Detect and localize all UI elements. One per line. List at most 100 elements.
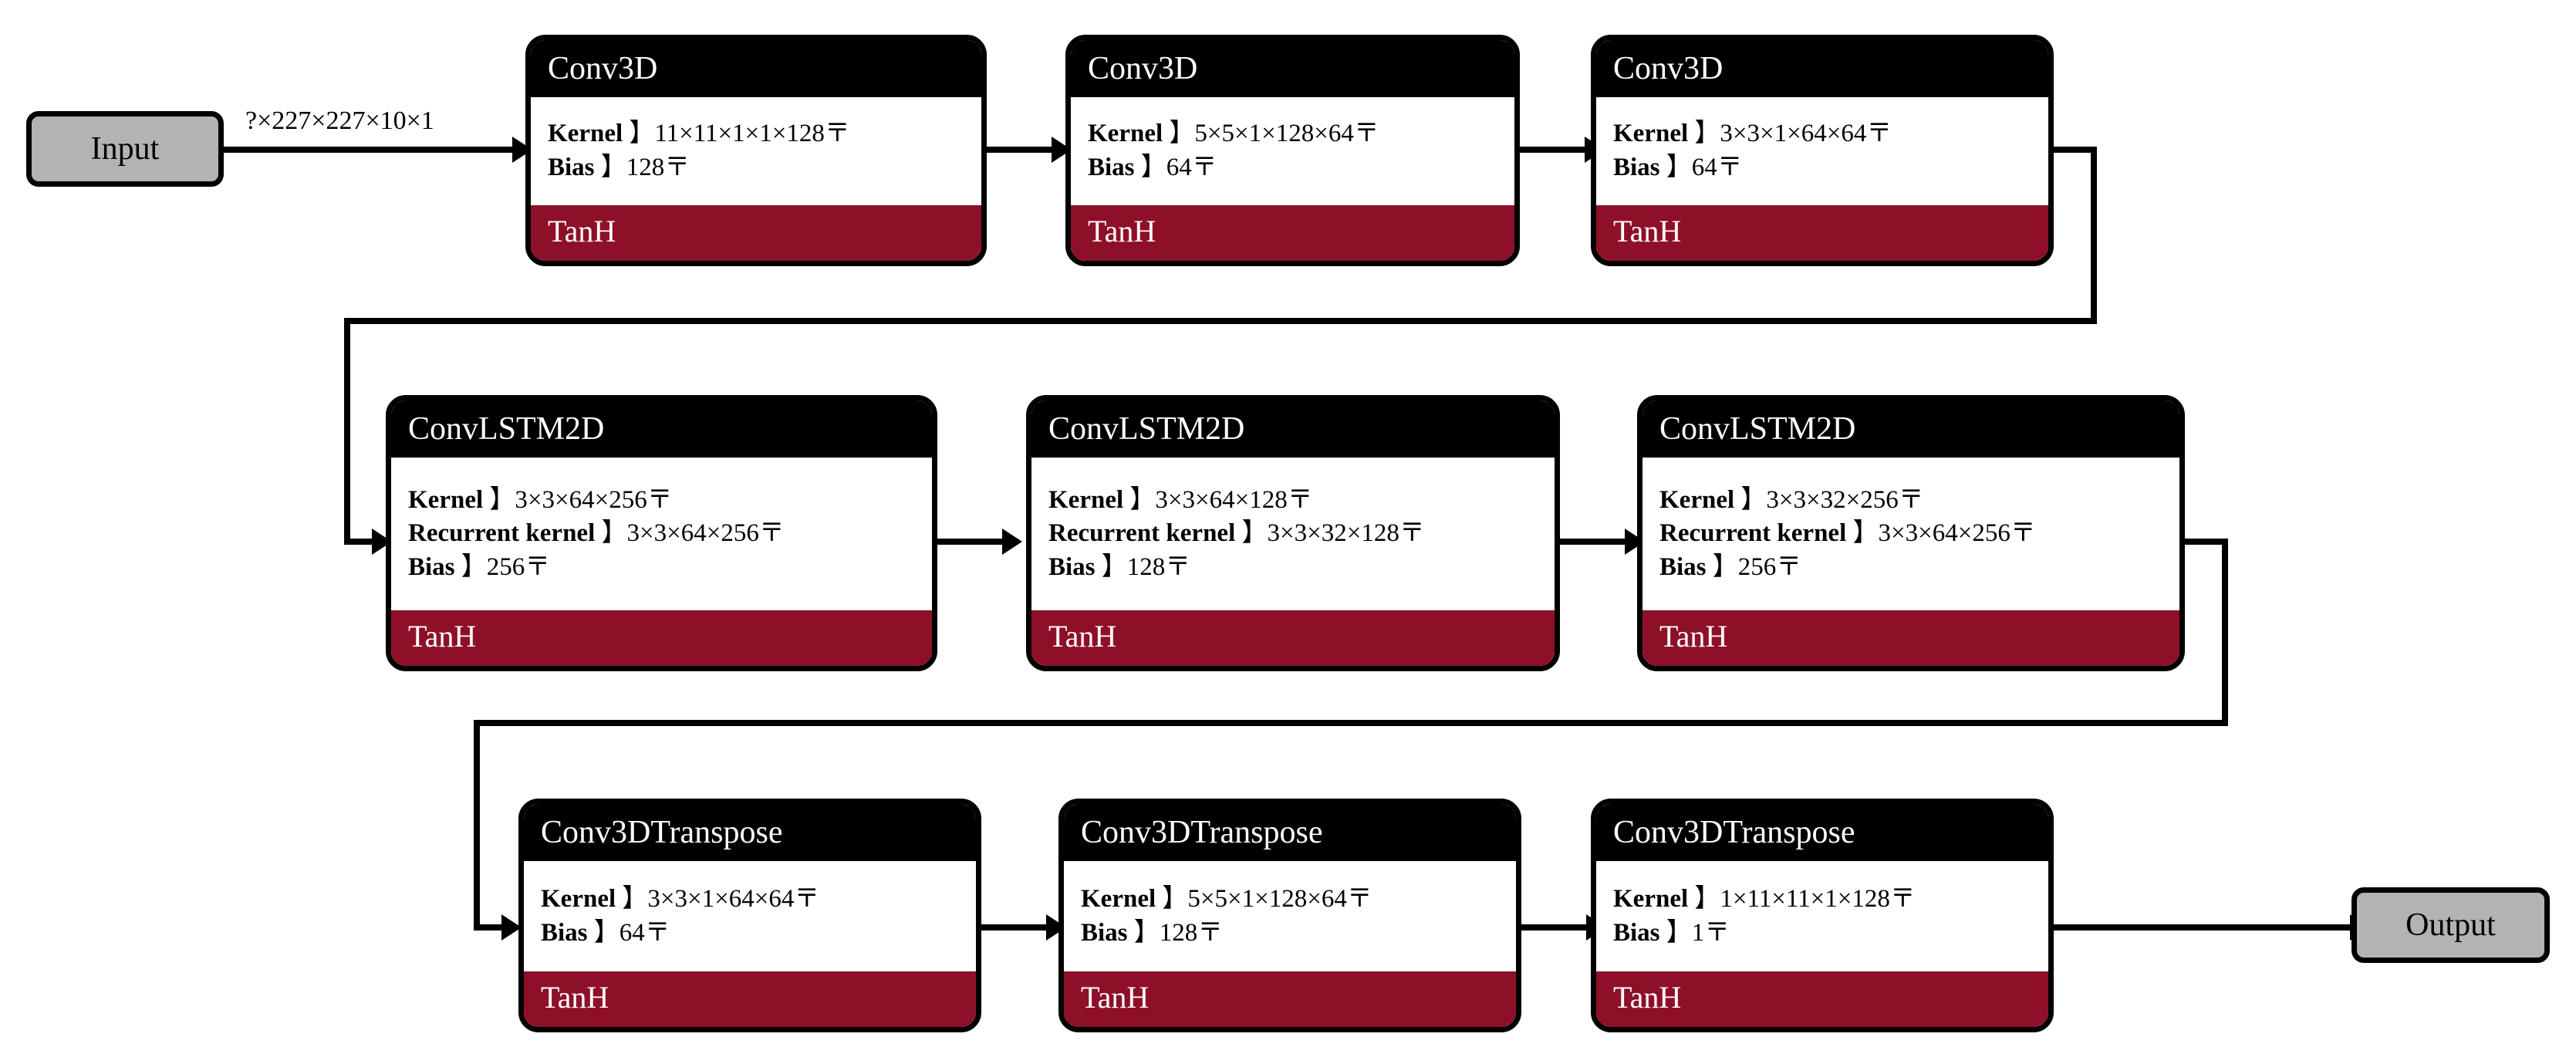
param-label: Bias (1088, 154, 1135, 181)
param-label: Kernel (1659, 485, 1735, 514)
block-title: ConvLSTM2D (1031, 400, 1555, 458)
param-label: Bias (1081, 918, 1128, 947)
param-shape: 】128〒 (600, 154, 690, 181)
edge-row1-wrap-in (344, 539, 383, 545)
edge-row1-wrap-out (2054, 147, 2097, 153)
param-label: Bias (541, 918, 588, 947)
block-title: Conv3D (1596, 40, 2048, 97)
block-params: Kernel 】3×3×32×256〒 Recurrent kernel 】3×… (1642, 458, 2179, 610)
param-shape: 】64〒 (1666, 154, 1743, 181)
param-label: Kernel (541, 884, 616, 913)
param-shape: 】128〒 (1101, 552, 1191, 581)
block-activation: TanH (1071, 205, 1514, 261)
block-convlstm2d-3: ConvLSTM2D Kernel 】3×3×32×256〒 Recurrent… (1637, 395, 2185, 671)
param-label: Bias (1659, 552, 1707, 581)
param-shape: 】128〒 (1133, 918, 1224, 947)
block-conv3d-2: Conv3D Kernel 】5×5×1×128×64〒 Bias 】64〒 T… (1065, 35, 1520, 266)
block-params: Kernel 】1×11×11×1×128〒 Bias 】1〒 (1596, 861, 2048, 971)
param-row: Bias 】256〒 (408, 551, 932, 585)
param-shape: 】5×5×1×128×64〒 (1169, 120, 1379, 148)
param-row: Kernel 】3×3×64×256〒 (408, 484, 932, 518)
edge-conv3dtranspose-1-to-2 (981, 924, 1058, 931)
param-label: Bias (1613, 918, 1660, 947)
input-node: Input (26, 111, 224, 187)
input-node-label: Input (90, 131, 160, 167)
param-label: Kernel (1048, 485, 1124, 514)
edge-label-input-shape: ?×227×227×10×1 (245, 106, 434, 135)
param-label: Kernel (1088, 120, 1163, 148)
param-row: Bias 】64〒 (541, 917, 976, 951)
param-shape: 】64〒 (1140, 154, 1217, 181)
edge-row1-wrap-into-row2 (344, 318, 350, 542)
param-label: Bias (1048, 552, 1096, 581)
param-row: Bias 】128〒 (548, 151, 981, 185)
param-shape: 】3×3×32×128〒 (1241, 519, 1425, 548)
edge-conv3dtranspose-2-to-3 (1521, 924, 1599, 931)
param-label: Recurrent kernel (408, 519, 596, 548)
block-title: ConvLSTM2D (391, 400, 932, 458)
param-row: Kernel 】3×3×64×128〒 (1048, 484, 1555, 518)
param-shape: 】3×3×64×128〒 (1129, 485, 1313, 514)
block-activation: TanH (1031, 610, 1555, 666)
block-convlstm2d-2: ConvLSTM2D Kernel 】3×3×64×128〒 Recurrent… (1026, 395, 1560, 671)
param-row: Recurrent kernel 】3×3×32×128〒 (1048, 517, 1555, 551)
edge-conv3d-2-to-conv3d-3 (1520, 147, 1597, 153)
param-shape: 】5×5×1×128×64〒 (1162, 884, 1372, 913)
block-params: Kernel 】3×3×64×256〒 Recurrent kernel 】3×… (391, 458, 932, 610)
param-row: Kernel 】3×3×1×64×64〒 (1613, 117, 2048, 151)
block-title: Conv3D (1071, 40, 1514, 97)
param-row: Recurrent kernel 】3×3×64×256〒 (408, 517, 932, 551)
edge-row2-wrap-out (2185, 539, 2228, 545)
edge-conv3dtranspose-3-to-output (2054, 924, 2362, 931)
edge-row2-wrap-left (474, 720, 2228, 726)
arrowhead-row2-to-row3 (501, 914, 522, 941)
block-conv3d-3: Conv3D Kernel 】3×3×1×64×64〒 Bias 】64〒 Ta… (1591, 35, 2054, 266)
param-label: Kernel (1081, 884, 1156, 913)
param-shape: 】1×11×11×1×128〒 (1694, 884, 1916, 913)
output-node: Output (2351, 887, 2550, 963)
param-shape: 】256〒 (1712, 552, 1802, 581)
block-activation: TanH (524, 971, 976, 1027)
edge-convlstm2d-1-to-2 (937, 539, 1015, 545)
param-label: Kernel (408, 485, 484, 514)
param-label: Bias (408, 552, 455, 581)
param-row: Recurrent kernel 】3×3×64×256〒 (1659, 517, 2179, 551)
param-row: Bias 】128〒 (1048, 551, 1555, 585)
block-convlstm2d-1: ConvLSTM2D Kernel 】3×3×64×256〒 Recurrent… (386, 395, 937, 671)
edge-row2-wrap-into-row3 (474, 720, 480, 928)
edge-row1-wrap-left (344, 318, 2097, 324)
param-shape: 】3×3×64×256〒 (489, 485, 673, 514)
block-params: Kernel 】3×3×1×64×64〒 Bias 】64〒 (524, 861, 976, 971)
param-shape: 】3×3×32×256〒 (1740, 485, 1924, 514)
block-params: Kernel 】11×11×1×1×128〒 Bias 】128〒 (531, 97, 981, 205)
edge-conv3d-1-to-conv3d-2 (987, 147, 1064, 153)
param-label: Bias (548, 154, 595, 181)
edge-row2-wrap-in (474, 924, 512, 931)
param-shape: 】3×3×64×256〒 (1852, 519, 2036, 548)
edge-row2-wrap-down (2222, 539, 2228, 726)
param-label: Recurrent kernel (1048, 519, 1236, 548)
param-label: Bias (1613, 154, 1660, 181)
param-shape: 】1〒 (1666, 918, 1730, 947)
param-row: Kernel 】5×5×1×128×64〒 (1081, 883, 1516, 917)
param-label: Kernel (548, 120, 623, 148)
edge-convlstm2d-2-to-3 (1560, 539, 1637, 545)
block-activation: TanH (1642, 610, 2179, 666)
block-title: ConvLSTM2D (1642, 400, 2179, 458)
param-shape: 】3×3×64×256〒 (601, 519, 785, 548)
block-activation: TanH (1596, 205, 2048, 261)
edge-row1-wrap-down (2091, 147, 2097, 324)
param-shape: 】3×3×1×64×64〒 (1694, 120, 1892, 148)
param-shape: 】256〒 (461, 552, 551, 581)
block-params: Kernel 】3×3×64×128〒 Recurrent kernel 】3×… (1031, 458, 1555, 610)
block-title: Conv3D (531, 40, 981, 97)
arrowhead-convlstm2d-1-to-2 (1002, 529, 1022, 555)
block-conv3dtranspose-2: Conv3DTranspose Kernel 】5×5×1×128×64〒 Bi… (1058, 799, 1521, 1032)
block-title: Conv3DTranspose (524, 804, 976, 861)
block-conv3d-1: Conv3D Kernel 】11×11×1×1×128〒 Bias 】128〒… (525, 35, 987, 266)
param-label: Kernel (1613, 120, 1689, 148)
param-shape: 】3×3×1×64×64〒 (622, 884, 820, 913)
block-title: Conv3DTranspose (1596, 804, 2048, 861)
param-row: Bias 】1〒 (1613, 917, 2048, 951)
